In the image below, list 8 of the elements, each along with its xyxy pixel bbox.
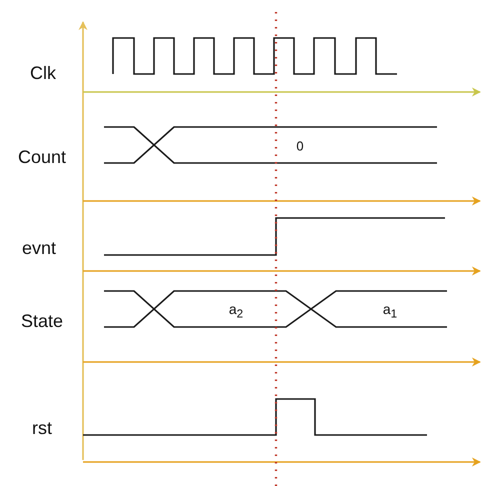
bus-value: 0 bbox=[296, 140, 304, 152]
signal-name: State bbox=[20, 312, 64, 330]
bus-value: a$_{2}$ bbox=[228, 302, 244, 320]
signal-name: rst bbox=[32, 419, 52, 437]
signal-name: evnt bbox=[22, 239, 56, 257]
signal-name: Count bbox=[18, 148, 66, 166]
signal-name: Clk bbox=[30, 64, 56, 82]
bus-value: a$_{1}$ bbox=[382, 302, 398, 320]
